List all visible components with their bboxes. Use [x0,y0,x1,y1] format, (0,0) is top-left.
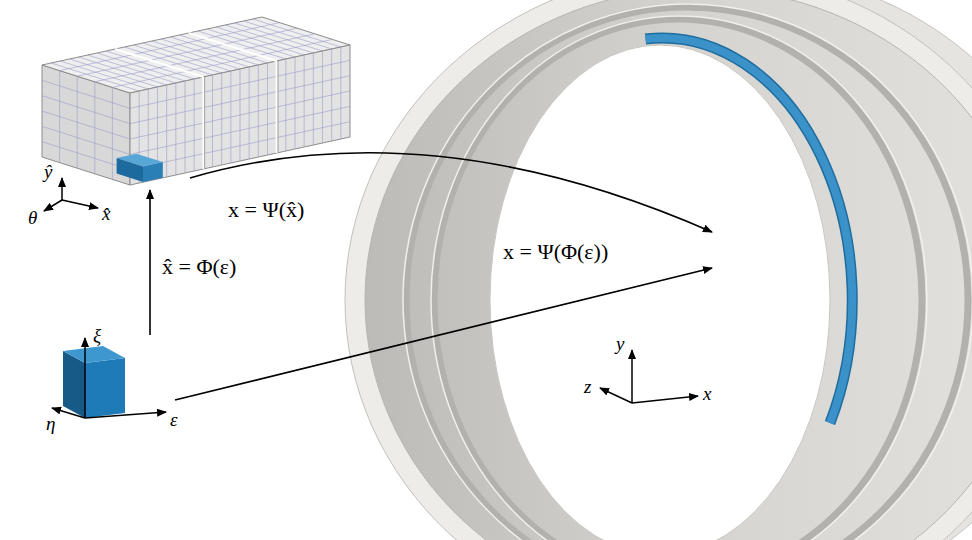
mesh-line [244,21,332,49]
mesh-line [203,77,204,169]
axis-label: ξ [93,326,101,347]
ring-groove-edge [431,16,927,540]
highlighted-patch [646,38,853,423]
cube-face [63,346,125,363]
axis-arrow [600,388,632,403]
mesh-line [42,126,130,154]
mapping-arrow [149,190,151,335]
mesh-grid [42,19,350,183]
physical-axes [600,350,698,403]
cube-axes [52,338,166,418]
axis-arrow [632,396,698,403]
ring [345,0,972,540]
mesh-line [115,49,203,77]
mesh-line [95,34,315,82]
mesh-line [130,76,350,124]
parametric-mesh [42,17,350,185]
axis-arrow [84,338,86,418]
axis-arrow [85,412,166,418]
mesh-line [130,60,350,108]
axis-label: z [584,377,591,398]
mesh-axes [44,178,98,211]
mapping-arrow [175,268,712,400]
axis-arrow [44,200,62,211]
mesh-line [112,39,332,87]
element-block [117,158,143,182]
axis-arrow [631,350,633,403]
axis-arrow [61,178,63,200]
cube-face [85,358,125,418]
mesh-line [277,61,278,153]
axis-label: η [46,414,55,435]
mesh-line [59,71,60,163]
mesh-line [60,23,280,71]
mesh-line [112,87,113,179]
mesh-line [77,76,78,168]
axis-arrow [62,200,98,208]
mesh-front-face [130,45,350,185]
mesh-line [42,111,130,139]
axis-label: θ [28,208,37,229]
ring-groove-edge [403,4,972,540]
mesh-line [276,61,277,153]
highlighted-patch-edge [646,38,853,423]
mesh-line [253,19,341,47]
ring-opening [490,45,830,540]
reference-cube [63,346,125,418]
axis-label: x [703,384,711,405]
mapping-label: x̂ = Φ(ε) [162,255,236,279]
axis-label: ε [170,410,178,431]
mapping-label: x = Ψ(Φ(ε)) [500,240,611,264]
mesh-line [130,106,350,154]
mesh-line [276,61,278,153]
mapping-arrows [150,153,712,400]
ring-groove [434,19,922,540]
mesh-line [204,77,205,169]
mesh-line [189,33,277,61]
mesh-line [130,91,350,139]
mapping-arrow [190,153,712,232]
mesh-line [77,28,297,76]
axis-label: x̂ [102,204,110,225]
mesh-line [42,96,130,124]
axis-label: ŷ [44,162,52,183]
mesh-line [130,122,350,170]
ring-front-rim [345,0,972,540]
mesh-line [202,77,204,169]
mapping-label: x = Ψ(x̂) [228,198,304,222]
axis-label: y [616,334,624,355]
mesh-line [94,82,95,174]
ring-inner-surface [365,0,972,540]
mesh-line [42,80,130,108]
axis-arrow [52,408,85,418]
